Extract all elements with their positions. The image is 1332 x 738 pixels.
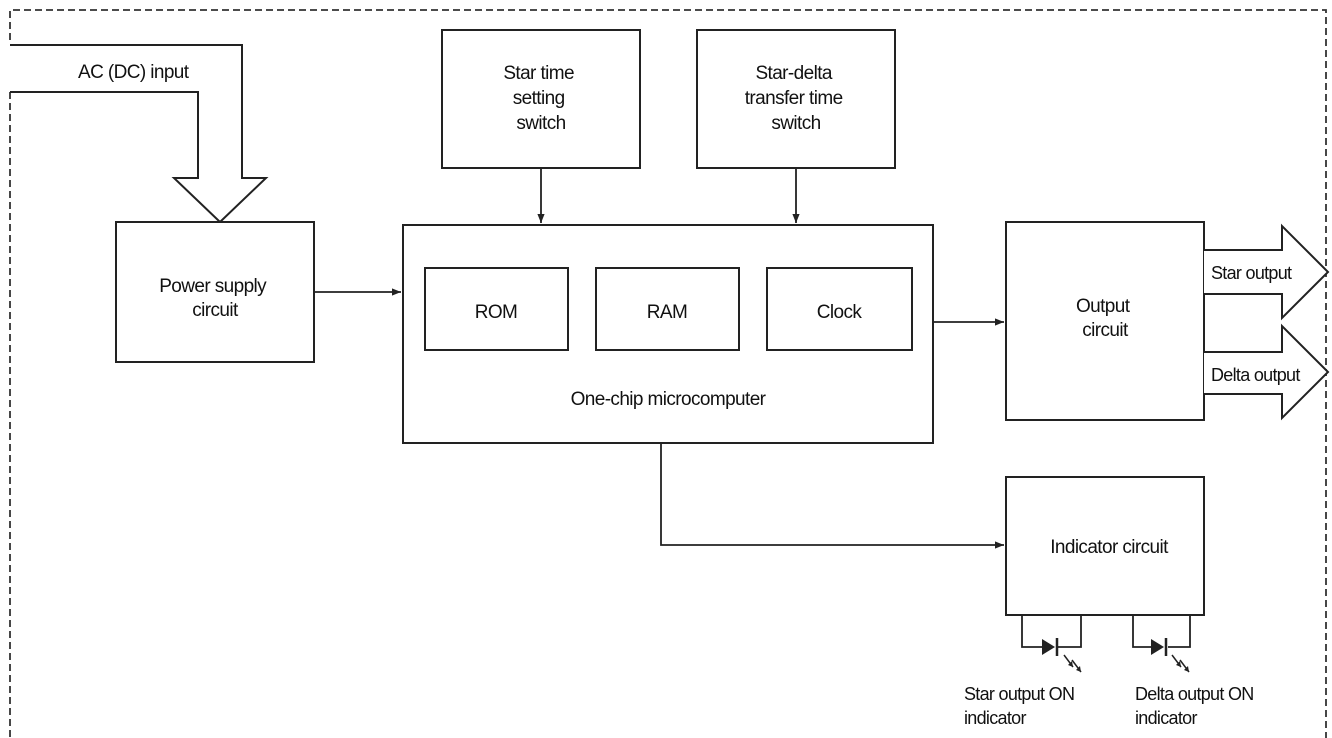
star-output-arrow <box>1204 223 1330 321</box>
clock-label: Clock <box>817 302 863 323</box>
star-output-label: Star output <box>1211 263 1292 283</box>
star-output-led-icon <box>1021 615 1082 673</box>
output-circuit-box <box>1005 221 1205 421</box>
wire-microcomputer-to-indicator <box>660 443 1004 549</box>
delta-output-label: Delta output <box>1211 365 1300 385</box>
output-circuit-label: Output circuit <box>1076 296 1134 341</box>
ram-box <box>595 267 740 351</box>
clock-box <box>766 267 913 351</box>
ac-input-label: AC (DC) input <box>78 62 190 83</box>
rom-label: ROM <box>475 302 518 323</box>
indicator-circuit-box <box>1005 476 1205 616</box>
transfer-time-switch-label: Star-delta transfer time switch <box>745 63 847 134</box>
ram-label: RAM <box>647 302 687 323</box>
microcomputer-label: One-chip microcomputer <box>571 389 767 410</box>
indicator-circuit-label: Indicator circuit <box>1050 537 1169 558</box>
rom-box <box>424 267 569 351</box>
power-supply-box <box>115 221 315 363</box>
power-supply-label: Power supply circuit <box>159 276 271 321</box>
star-time-setting-switch-label: Star time setting switch <box>503 63 578 134</box>
delta-output-led-icon <box>1132 615 1191 673</box>
star-time-setting-switch-box <box>441 29 641 169</box>
delta-output-arrow <box>1204 323 1330 421</box>
star-output-indicator-label: Star output ON indicator <box>964 684 1079 728</box>
delta-output-indicator-label: Delta output ON indicator <box>1135 684 1258 728</box>
